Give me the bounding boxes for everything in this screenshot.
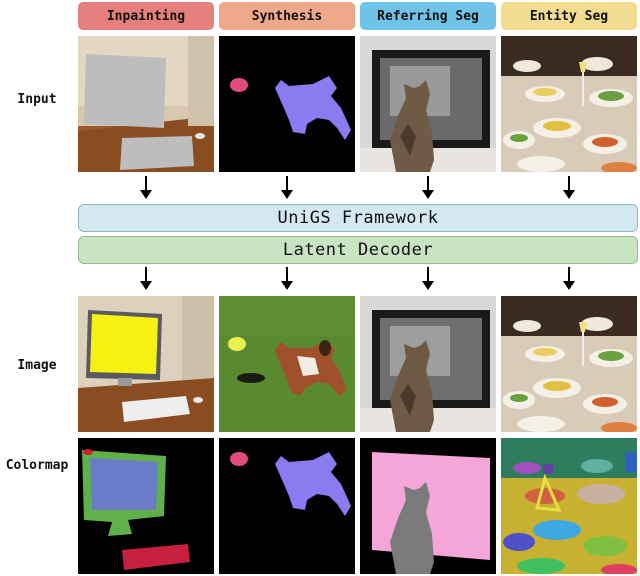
colormap-inpainting — [78, 438, 214, 574]
header-referring-seg: Referring Seg — [360, 2, 496, 30]
arrow-down-icon — [280, 267, 294, 291]
row-label-colormap: Colormap — [5, 458, 69, 473]
output-inpainting-image — [78, 296, 214, 432]
colormap-referring — [360, 438, 496, 574]
output-referring-image — [360, 296, 496, 432]
input-inpainting-image — [78, 36, 214, 172]
row-label-input: Input — [17, 92, 57, 107]
input-synthesis-layout — [219, 36, 355, 172]
header-inpainting: Inpainting — [78, 2, 214, 30]
input-entity-image — [501, 36, 637, 172]
header-entity-seg: Entity Seg — [501, 2, 637, 30]
arrow-down-icon — [562, 267, 576, 291]
arrow-down-icon — [139, 176, 153, 200]
arrow-down-icon — [421, 176, 435, 200]
latent-decoder-block: Latent Decoder — [78, 236, 638, 264]
arrow-down-icon — [562, 176, 576, 200]
colormap-synthesis — [219, 438, 355, 574]
input-referring-image — [360, 36, 496, 172]
arrow-down-icon — [139, 267, 153, 291]
unigs-framework-block: UniGS Framework — [78, 204, 638, 232]
arrow-down-icon — [421, 267, 435, 291]
header-synthesis: Synthesis — [219, 2, 355, 30]
output-synthesis-image — [219, 296, 355, 432]
output-entity-image — [501, 296, 637, 432]
colormap-entity — [501, 438, 637, 574]
row-label-image: Image — [17, 358, 57, 373]
arrow-down-icon — [280, 176, 294, 200]
